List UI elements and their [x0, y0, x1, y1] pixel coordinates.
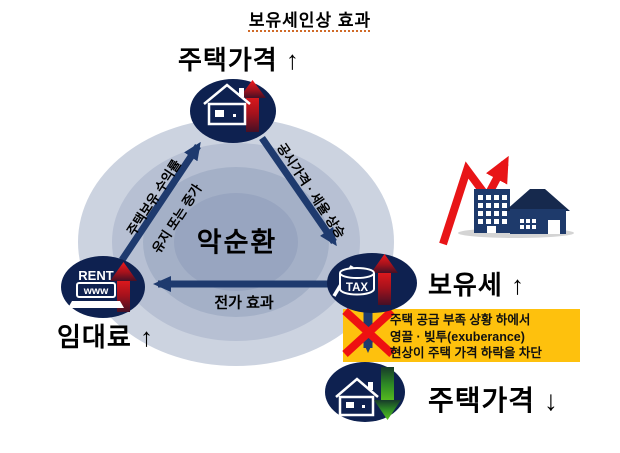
- down-arrow-green-icon: [374, 367, 401, 420]
- label-rent-up: 임대료 ↑: [57, 322, 154, 352]
- house-building-icon: [505, 189, 570, 234]
- house-down-icon: [335, 377, 379, 417]
- tax-drum-icon: TAX: [332, 265, 375, 297]
- label-house-price-up: 주택가격 ↑: [178, 45, 300, 75]
- tax-icon-text: TAX: [346, 282, 368, 294]
- node-house-price-up: [190, 79, 276, 143]
- label-vicious-cycle: 악순환: [196, 227, 278, 258]
- house-up-icon: [203, 83, 251, 126]
- cycle-arrows: [119, 136, 337, 292]
- page-title: 보유세인상 효과: [248, 11, 372, 30]
- arrow-price-to-tax: [259, 136, 337, 247]
- node-house-price-down: [325, 362, 405, 422]
- red-x-icon: [342, 308, 395, 357]
- edge-label-pass-through: 전가 효과: [214, 294, 274, 312]
- callout-text: 주택 공급 부족 상황 하에서 영끌 · 빚투(exuberance) 현상이 …: [390, 312, 580, 362]
- node-tax: TAX: [327, 253, 417, 313]
- callout-line2: 영끌 · 빚투(exuberance): [390, 329, 525, 344]
- rent-icon-text: RENT: [78, 268, 113, 283]
- label-house-price-down: 주택가격 ↓: [428, 385, 559, 416]
- label-holding-tax-up: 보유세 ↑: [428, 270, 525, 300]
- www-icon-text: www: [83, 285, 109, 297]
- rent-www-icon: RENT www: [68, 268, 124, 308]
- up-arrow-red-icon: [371, 254, 398, 305]
- rising-market-illustration: [439, 155, 574, 246]
- office-building-icon: [474, 189, 510, 233]
- arrow-rent-to-price: [119, 141, 201, 262]
- rising-red-arrow-icon: [439, 155, 509, 246]
- node-rent: RENT www: [61, 256, 145, 318]
- callout-line1: 주택 공급 부족 상황 하에서: [390, 313, 531, 327]
- ring-inner: [174, 193, 298, 291]
- callout-line3: 현상이 주택 가격 하락을 차단: [390, 346, 542, 361]
